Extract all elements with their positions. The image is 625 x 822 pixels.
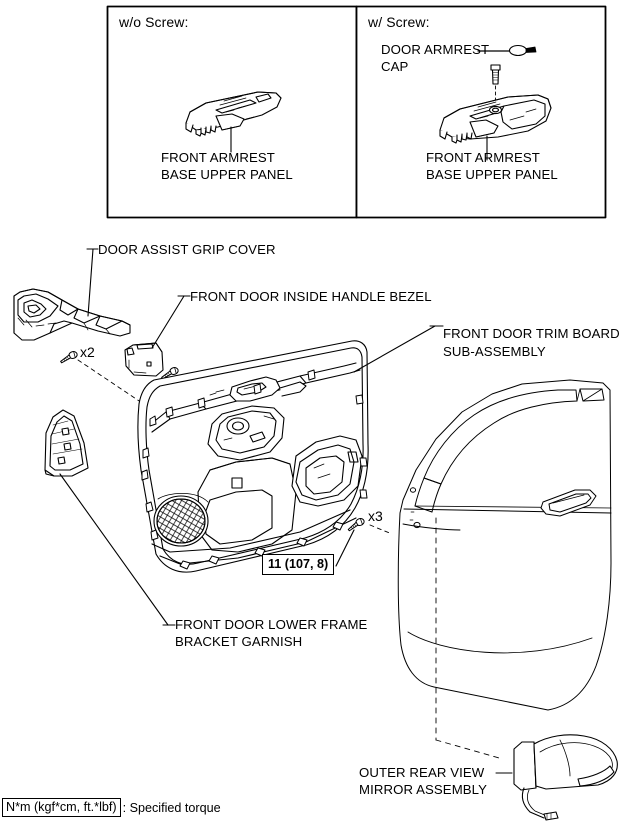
quantity-mark-x3: x3	[368, 508, 383, 524]
callout-door-armrest-cap-line1: DOOR ARMREST	[381, 42, 490, 57]
armrest-panel-wo-screw-art	[185, 91, 282, 153]
legend-description: Specified torque	[129, 800, 221, 815]
torque-spec-badge: 11 (107, 8)	[262, 554, 335, 575]
callout-front-armrest-base-upper-panel-right-line2: BASE UPPER PANEL	[426, 167, 558, 182]
callout-front-door-inside-handle-bezel: FRONT DOOR INSIDE HANDLE BEZEL	[190, 289, 432, 304]
front-door-lower-frame-bracket-garnish-art	[44, 409, 176, 626]
variant-box-frames	[106, 5, 607, 219]
callout-door-assist-grip-cover: DOOR ASSIST GRIP COVER	[98, 242, 276, 257]
callout-outer-rear-view-mirror-assembly-line2: MIRROR ASSEMBLY	[359, 782, 488, 797]
callout-front-door-lower-frame-bracket-garnish-line1: FRONT DOOR LOWER FRAME	[175, 617, 368, 632]
front-door-panel-art	[397, 379, 612, 759]
quantity-mark-x2: x2	[80, 344, 95, 360]
outer-rear-view-mirror-art	[495, 734, 618, 821]
armrest-panel-w-screw-art	[439, 44, 552, 161]
callout-outer-rear-view-mirror-assembly-line1: OUTER REAR VIEW	[359, 765, 485, 780]
callout-front-door-trim-board-sub-assembly-line1: FRONT DOOR TRIM BOARD	[443, 326, 620, 341]
variant-box-header-with-screw: w/ Screw:	[368, 14, 430, 30]
variant-box-header-without-screw: w/o Screw:	[119, 14, 189, 30]
callout-front-door-trim-board-sub-assembly-line2: SUB-ASSEMBLY	[443, 344, 546, 359]
trim-board-bolts-art	[335, 516, 393, 567]
callout-door-armrest-cap-line2: CAP	[381, 59, 409, 74]
legend-unit-key: N*m (kgf*cm, ft.*lbf)	[2, 798, 121, 817]
callout-front-armrest-base-upper-panel-right-line1: FRONT ARMREST	[426, 150, 540, 165]
callout-front-armrest-base-upper-panel-left-line2: BASE UPPER PANEL	[161, 167, 293, 182]
legend-separator: :	[122, 800, 130, 815]
door-assist-grip-cover-art	[13, 248, 131, 341]
callout-front-door-lower-frame-bracket-garnish-line2: BRACKET GARNISH	[175, 634, 303, 649]
front-door-inside-handle-bezel-art	[124, 295, 191, 377]
callout-front-armrest-base-upper-panel-left-line1: FRONT ARMREST	[161, 150, 275, 165]
legend: N*m (kgf*cm, ft.*lbf) : Specified torque	[2, 798, 221, 817]
front-door-trim-board-art	[137, 325, 444, 573]
